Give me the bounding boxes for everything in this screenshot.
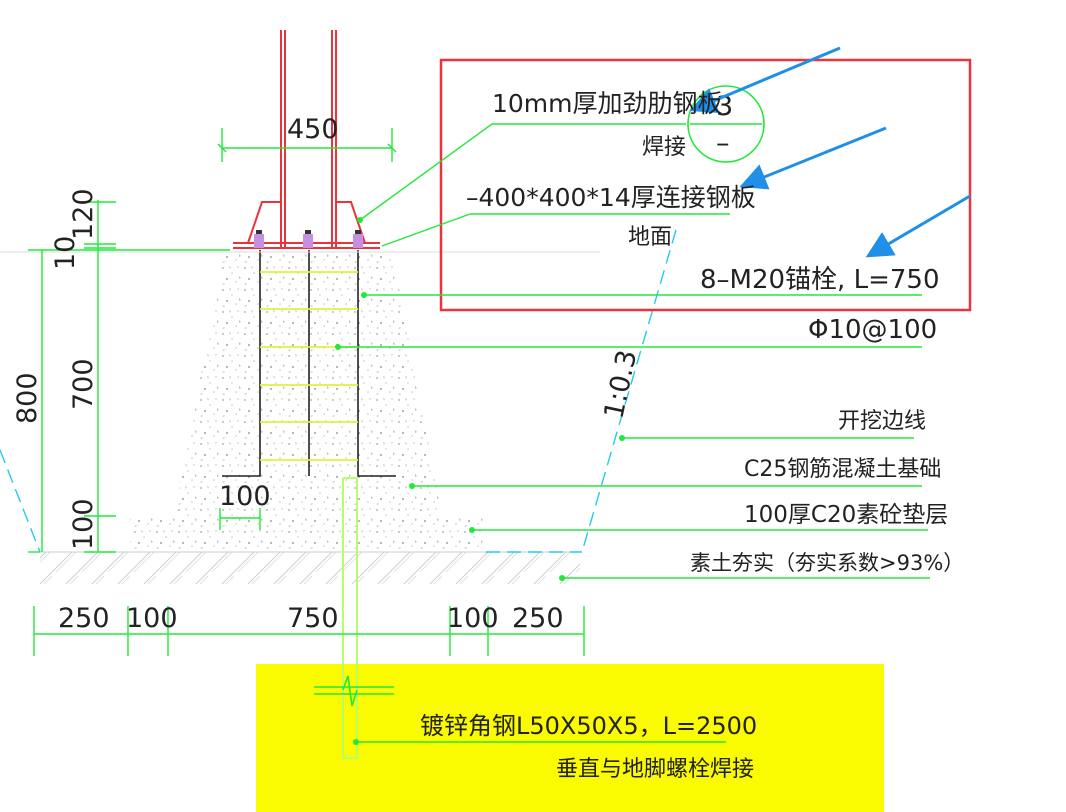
yellow-note-background [256, 664, 884, 812]
dim-h800: 800 [12, 372, 43, 424]
anchor-bolts [254, 230, 363, 248]
dimension-lines [28, 128, 585, 656]
weld-symbol [687, 85, 765, 163]
leader-lines [336, 123, 930, 743]
concrete-foundation [174, 252, 442, 516]
dim-h120: 120 [68, 188, 99, 240]
cushion-label: 100厚C20素砼垫层 [744, 502, 948, 528]
ground-label: 地面 [628, 225, 672, 250]
cushion-layer [130, 516, 486, 552]
base-plate-label: –400*400*14厚连接钢板 [466, 183, 756, 212]
anchor-label: 8–M20锚栓, L=750 [700, 265, 940, 295]
dim-h10: 10 [50, 236, 81, 270]
dim-bottom-3: 750 [287, 603, 339, 634]
dim-top-width: 450 [287, 114, 339, 145]
weld-label: 焊接 [642, 135, 686, 160]
concrete-label: C25钢筋混凝土基础 [744, 457, 941, 482]
break-symbol [314, 675, 394, 707]
dim-bottom-2: 100 [126, 603, 178, 634]
blue-arrows [689, 46, 971, 258]
callout-box [439, 58, 972, 312]
angle-steel [342, 477, 358, 759]
dim-w100-inner: 100 [219, 481, 271, 512]
angle-steel-weld-label: 垂直与地脚螺栓焊接 [556, 757, 754, 782]
dim-bottom-5: 250 [512, 603, 564, 634]
excavation-label: 开挖边线 [838, 409, 926, 434]
dim-h700: 700 [68, 358, 99, 410]
rebar-label: Φ10@100 [808, 315, 937, 345]
soil-label: 素土夯实（夯实系数>93%） [690, 551, 964, 575]
angle-steel-label: 镀锌角钢L50X50X5，L=2500 [420, 712, 757, 740]
dim-bottom-4: 100 [447, 603, 499, 634]
dim-bottom-1: 250 [58, 603, 110, 634]
compacted-soil [40, 551, 580, 584]
excavation-line [0, 229, 677, 553]
rebar-cage [222, 250, 396, 477]
rib-plate-label: 10mm厚加劲肋钢板 [492, 89, 723, 118]
weld-symbol-bottom: – [716, 128, 730, 159]
leader-dots [335, 217, 625, 745]
dim-h100-left: 100 [68, 498, 99, 550]
slope-label: 1:0.3 [599, 347, 644, 421]
